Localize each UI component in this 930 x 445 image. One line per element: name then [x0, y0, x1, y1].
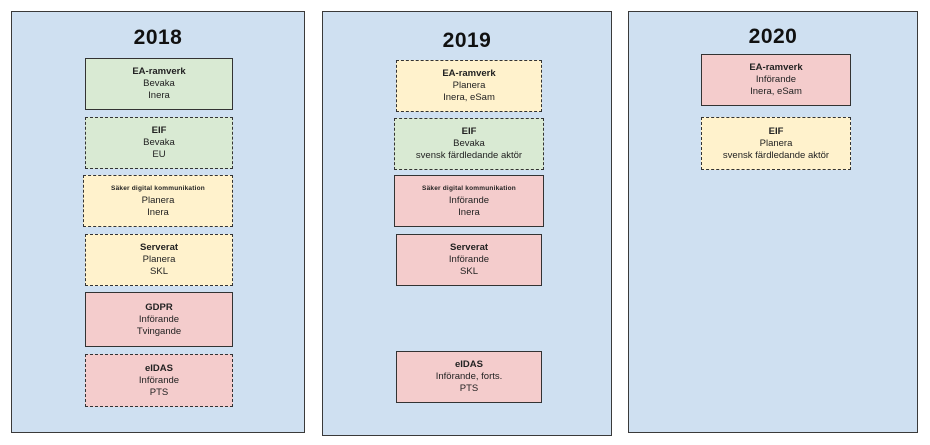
box-title: eIDAS — [145, 362, 173, 374]
box-line: SKL — [150, 266, 168, 277]
box-title: Serverat — [139, 242, 179, 253]
box-line: svensk färdledande aktör — [415, 150, 523, 161]
box-line: Planera — [452, 80, 486, 91]
box-line: Införande — [138, 313, 180, 325]
year-title: 2020 — [748, 25, 798, 48]
box-title: EIF — [151, 125, 167, 136]
box-line: Inera, eSam — [443, 92, 495, 103]
box-line: Inera — [147, 207, 169, 218]
box-line: Bevaka — [143, 137, 175, 148]
box-title: EA-ramverk — [132, 66, 186, 77]
box-line: svensk färdledande aktör — [722, 149, 830, 161]
box-title: Säker digital kommunikation — [111, 185, 205, 192]
box-line: Bevaka — [143, 78, 175, 89]
year-title: 2019 — [442, 29, 492, 52]
year-title: 2018 — [133, 26, 183, 49]
box-line: Införande, forts. — [435, 371, 503, 382]
box-line: Inera — [148, 90, 170, 101]
box-line: SKL — [460, 266, 478, 277]
box-title: GDPR — [145, 301, 173, 313]
box-line: Inera — [458, 207, 480, 218]
box-line: Tvingande — [136, 325, 182, 337]
box-line: Införande — [755, 74, 797, 85]
box-line: Planera — [142, 254, 176, 265]
box-title: eIDAS — [455, 359, 483, 370]
box-title: EIF — [768, 125, 784, 137]
box-line: Inera, eSam — [750, 86, 802, 97]
box-line: Planera — [759, 137, 793, 149]
box-line: Införande — [448, 254, 490, 265]
box-line: Införande — [448, 195, 490, 206]
box-line: Bevaka — [453, 138, 485, 149]
box-title: Serverat — [449, 242, 489, 253]
box-line: Planera — [141, 195, 175, 206]
box-title: EA-ramverk — [442, 68, 496, 79]
box-line: PTS — [149, 386, 169, 398]
box-title: EIF — [461, 126, 477, 137]
box-title: Säker digital kommunikation — [422, 185, 516, 192]
box-title: EA-ramverk — [749, 62, 803, 73]
box-line: PTS — [459, 383, 479, 394]
box-line: Införande — [138, 374, 180, 386]
box-line: EU — [152, 149, 166, 160]
